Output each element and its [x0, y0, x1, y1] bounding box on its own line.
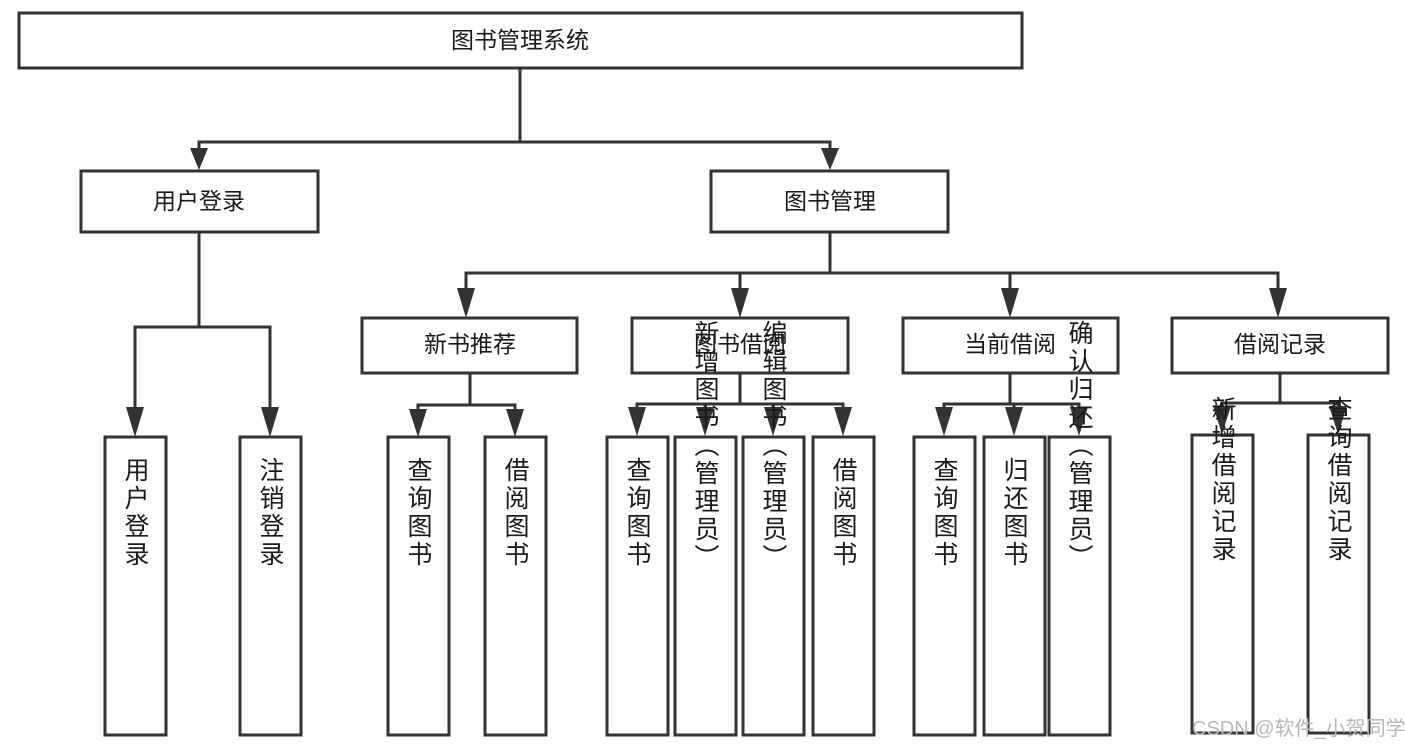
- leaf-current-borrow-2-box[interactable]: [982, 435, 1047, 737]
- arrow-head-bb-leaf-1: [628, 407, 646, 436]
- arrow-head-borrow-record: [1269, 288, 1287, 318]
- node-borrow-record-label: 借阅记录: [1234, 331, 1326, 357]
- csdn-watermark: CSDN @软件_小贺同学: [1192, 717, 1405, 740]
- leaf-borrow-record-1[interactable]: 新增借阅记录: [1190, 396, 1255, 735]
- leaf-current-borrow-1-label: 查询图书: [930, 457, 959, 569]
- arrow-head-leaf-user-login: [126, 407, 144, 437]
- leaf-current-borrow-2[interactable]: 归还图书: [982, 435, 1047, 737]
- leaf-current-borrow-3[interactable]: 确认归还（管理员）: [1047, 320, 1112, 737]
- node-borrow-record-box[interactable]: [1170, 316, 1390, 375]
- leaf-book-borrow-4-box[interactable]: [811, 435, 876, 737]
- leaf-book-borrow-3[interactable]: 编辑图书（管理员）: [741, 320, 806, 737]
- node-root[interactable]: 图书管理系统: [17, 11, 1024, 70]
- node-book-manage-label: 图书管理: [784, 188, 876, 214]
- leaf-borrow-record-2-label: 查询借阅记录: [1324, 396, 1353, 564]
- arrow-head-nb-leaf-2: [506, 409, 524, 437]
- node-current-borrow-label: 当前借阅: [964, 331, 1056, 357]
- arrow-head-book-borrow: [731, 288, 749, 318]
- leaf-book-borrow-2-label: 新增图书（管理员）: [691, 320, 720, 572]
- arrow-head-book-manage: [821, 148, 839, 170]
- leaf-book-borrow-3-box[interactable]: [741, 435, 806, 737]
- arrow-head-bb-leaf-3: [764, 407, 782, 436]
- leaf-borrow-record-2-box[interactable]: [1306, 433, 1371, 735]
- leaf-current-borrow-2-label: 归还图书: [1000, 457, 1029, 569]
- leaf-book-borrow-2-box[interactable]: [673, 435, 738, 737]
- node-root-label: 图书管理系统: [451, 27, 589, 53]
- leaf-new-book-2[interactable]: 借阅图书: [483, 435, 548, 737]
- node-user-login-label: 用户登录: [153, 188, 245, 214]
- node-user-login[interactable]: 用户登录: [79, 169, 320, 234]
- leaf-user-login-1[interactable]: 用户登录: [103, 435, 168, 737]
- arrow-head-br-leaf-1: [1213, 406, 1231, 434]
- leaf-book-borrow-1[interactable]: 查询图书: [605, 435, 670, 737]
- node-current-borrow[interactable]: 当前借阅: [901, 316, 1120, 375]
- node-book-borrow[interactable]: 图书借阅: [630, 316, 850, 375]
- arrow-head-leaf-logout: [261, 407, 279, 437]
- connector-user-login-to-leaves: [126, 230, 279, 437]
- node-borrow-record[interactable]: 借阅记录: [1170, 316, 1390, 375]
- node-new-book-recommend[interactable]: 新书推荐: [360, 316, 579, 375]
- leaf-new-book-2-box[interactable]: [483, 435, 548, 737]
- leaf-new-book-1-box[interactable]: [386, 435, 451, 737]
- arrow-head-br-leaf-2: [1329, 406, 1347, 434]
- leaf-borrow-record-1-label: 新增借阅记录: [1208, 396, 1237, 564]
- arrow-head-current-borrow: [1001, 288, 1019, 318]
- arrow-head-bb-leaf-2: [696, 407, 714, 436]
- connector-new-book-to-leaves: [409, 371, 524, 437]
- leaf-user-login-2-label: 注销登录: [256, 457, 285, 569]
- connector-current-borrow-to-leaves: [935, 371, 1088, 436]
- connector-root-to-level2: [190, 66, 839, 170]
- leaf-book-borrow-4-label: 借阅图书: [829, 457, 858, 569]
- leaf-book-borrow-1-label: 查询图书: [623, 457, 652, 569]
- leaf-new-book-2-label: 借阅图书: [501, 457, 530, 569]
- arrow-head-cb-leaf-3: [1070, 407, 1088, 436]
- node-current-borrow-box[interactable]: [901, 316, 1120, 375]
- leaf-current-borrow-3-label: 确认归还（管理员）: [1065, 320, 1094, 572]
- leaf-book-borrow-4[interactable]: 借阅图书: [811, 435, 876, 737]
- leaf-user-login-1-label: 用户登录: [121, 457, 150, 569]
- node-book-borrow-label: 图书借阅: [694, 331, 786, 357]
- leaf-book-borrow-3-label: 编辑图书（管理员）: [759, 320, 788, 572]
- arrow-head-user-login: [190, 148, 208, 170]
- arrow-head-cb-leaf-2: [1005, 407, 1023, 436]
- leaf-book-borrow-2[interactable]: 新增图书（管理员）: [673, 320, 738, 737]
- leaf-new-book-1-label: 查询图书: [404, 457, 433, 569]
- arrow-head-bb-leaf-4: [834, 407, 852, 436]
- arrow-head-cb-leaf-1: [935, 407, 953, 436]
- node-new-book-recommend-label: 新书推荐: [424, 331, 516, 357]
- node-root-box[interactable]: [17, 11, 1024, 70]
- connector-book-borrow-to-leaves: [628, 371, 852, 436]
- node-new-book-recommend-box[interactable]: [360, 316, 579, 375]
- leaf-user-login-1-box[interactable]: [103, 435, 168, 737]
- node-book-manage[interactable]: 图书管理: [709, 169, 950, 234]
- connector-book-manage-to-level3: [457, 230, 1287, 318]
- arrow-head-nb-leaf-1: [409, 409, 427, 437]
- arrow-head-new-book: [457, 288, 475, 318]
- leaf-user-login-2-box[interactable]: [238, 435, 303, 737]
- leaf-book-borrow-1-box[interactable]: [605, 435, 670, 737]
- connector-borrow-record-to-leaves: [1213, 371, 1347, 434]
- leaf-current-borrow-1-box[interactable]: [912, 435, 977, 737]
- node-book-borrow-box[interactable]: [630, 316, 850, 375]
- leaf-current-borrow-1[interactable]: 查询图书: [912, 435, 977, 737]
- leaf-user-login-2[interactable]: 注销登录: [238, 435, 303, 737]
- leaf-new-book-1[interactable]: 查询图书: [386, 435, 451, 737]
- node-book-manage-box[interactable]: [709, 169, 950, 234]
- leaf-current-borrow-3-box[interactable]: [1047, 435, 1112, 737]
- leaf-borrow-record-2[interactable]: 查询借阅记录: [1306, 396, 1371, 735]
- leaf-borrow-record-1-box[interactable]: [1190, 433, 1255, 735]
